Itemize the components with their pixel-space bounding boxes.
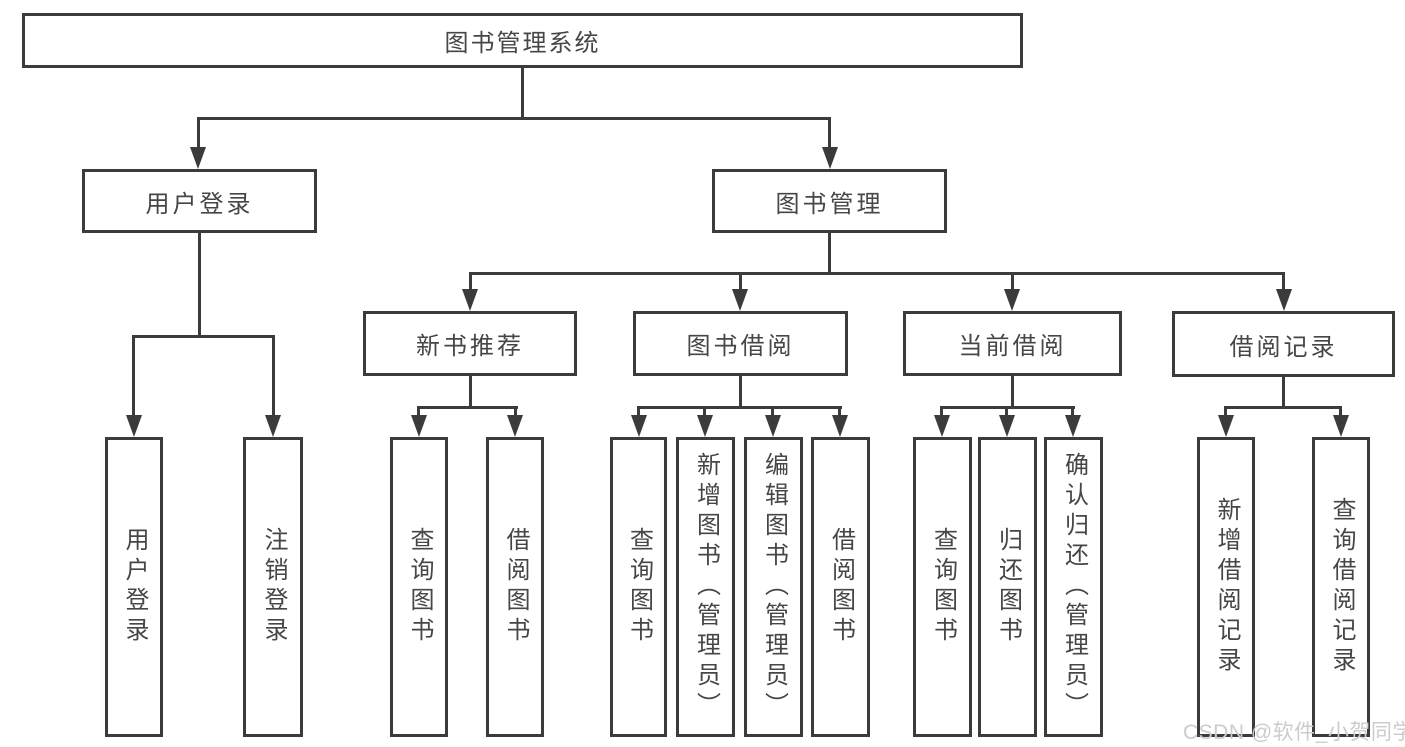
connector-borrow-c3	[771, 406, 774, 420]
connector-to-recommend	[469, 272, 472, 292]
leaf-logout-label: 注销登录	[260, 527, 287, 647]
leaf-recommend-borrow-book-label: 借阅图书	[502, 527, 529, 647]
leaf-current-return-book-label: 归还图书	[994, 527, 1022, 647]
arrow-down-user-login	[190, 147, 206, 169]
leaf-records-query-record: 查询借阅记录	[1312, 437, 1370, 737]
leaf-records-add-record: 新增借阅记录	[1197, 437, 1255, 737]
connector-level2-rail	[469, 272, 1285, 275]
leaf-borrow-borrow-book-label: 借阅图书	[827, 527, 855, 647]
connector-login-stem	[198, 233, 201, 337]
arrow-down-current-return	[999, 415, 1015, 437]
leaf-current-return-book: 归还图书	[978, 437, 1037, 737]
leaf-borrow-edit-book-admin: 编辑图书（管理员）	[744, 437, 803, 737]
node-borrow-records: 借阅记录	[1172, 311, 1395, 377]
leaf-logout: 注销登录	[243, 437, 303, 737]
connector-level1-rail	[197, 117, 831, 120]
connector-borrow-rail	[637, 406, 842, 409]
leaf-recommend-query-book-label: 查询图书	[406, 527, 433, 647]
leaf-borrow-query-book-label: 查询图书	[625, 527, 653, 647]
leaf-current-confirm-return-admin-label: 确认归还（管理员）	[1060, 452, 1088, 722]
leaf-borrow-add-book-admin: 新增图书（管理员）	[676, 437, 735, 737]
leaf-records-query-record-label: 查询借阅记录	[1328, 497, 1355, 677]
connector-login-rail	[132, 335, 275, 338]
connector-borrow-c2	[703, 406, 706, 420]
arrow-down-borrow-add	[697, 415, 713, 437]
arrow-down-current-query	[934, 415, 950, 437]
connector-current-c3	[1071, 406, 1074, 420]
leaf-user-login: 用户登录	[105, 437, 163, 737]
connector-records-rail	[1224, 406, 1342, 409]
connector-recommend-rail	[417, 406, 518, 409]
connector-current-stem	[1011, 376, 1014, 408]
leaf-current-confirm-return-admin: 确认归还（管理员）	[1044, 437, 1103, 737]
arrow-down-records-add	[1218, 415, 1234, 437]
connector-to-book-management	[828, 117, 831, 150]
connector-to-leaf-logout	[272, 335, 275, 417]
arrow-down-book-management	[822, 147, 838, 169]
leaf-borrow-edit-book-admin-label: 编辑图书（管理员）	[760, 452, 788, 722]
leaf-borrow-query-book: 查询图书	[610, 437, 667, 737]
connector-to-user-login	[197, 117, 200, 150]
arrow-down-borrow-query	[631, 415, 647, 437]
arrow-down-records-query	[1333, 415, 1349, 437]
leaf-recommend-borrow-book: 借阅图书	[486, 437, 544, 737]
arrow-down-leaf-user-login	[126, 415, 142, 437]
leaf-current-query-book-label: 查询图书	[929, 527, 957, 647]
node-new-book-recommend: 新书推荐	[363, 311, 577, 376]
node-root-library-system: 图书管理系统	[22, 13, 1023, 68]
connector-records-left	[1224, 406, 1227, 420]
arrow-down-recommend	[462, 289, 478, 311]
leaf-user-login-label: 用户登录	[121, 527, 148, 647]
arrow-down-borrow-borrow	[832, 415, 848, 437]
arrow-down-leaf-logout	[265, 415, 281, 437]
connector-to-borrow	[739, 272, 742, 292]
connector-recommend-right	[514, 406, 517, 420]
connector-recommend-stem	[469, 376, 472, 408]
leaf-recommend-query-book: 查询图书	[390, 437, 448, 737]
connector-root-stem	[521, 68, 524, 120]
node-current-borrow: 当前借阅	[903, 311, 1122, 376]
connector-recommend-left	[417, 406, 420, 420]
arrow-down-current	[1004, 289, 1020, 311]
connector-current-c2	[1005, 406, 1008, 420]
connector-to-current	[1011, 272, 1014, 292]
connector-records-right	[1339, 406, 1342, 420]
arrow-down-borrow	[732, 289, 748, 311]
connector-borrow-c4	[838, 406, 841, 420]
leaf-current-query-book: 查询图书	[913, 437, 972, 737]
leaf-records-add-record-label: 新增借阅记录	[1213, 497, 1240, 677]
connector-to-leaf-user-login	[132, 335, 135, 417]
arrow-down-current-confirm	[1065, 415, 1081, 437]
connector-to-records	[1282, 272, 1285, 292]
connector-borrow-c1	[637, 406, 640, 420]
node-book-management: 图书管理	[712, 169, 947, 233]
connector-current-c1	[940, 406, 943, 420]
leaf-borrow-borrow-book: 借阅图书	[811, 437, 870, 737]
connector-mgmt-stem	[828, 233, 831, 274]
connector-borrow-stem	[739, 376, 742, 408]
arrow-down-recommend-query	[411, 415, 427, 437]
arrow-down-recommend-borrow	[507, 415, 523, 437]
arrow-down-records	[1276, 289, 1292, 311]
node-user-login: 用户登录	[82, 169, 317, 233]
arrow-down-borrow-edit	[765, 415, 781, 437]
leaf-borrow-add-book-admin-label: 新增图书（管理员）	[692, 452, 720, 722]
connector-records-stem	[1282, 377, 1285, 408]
csdn-watermark: CSDN @软件_小贺同学	[1183, 721, 1405, 744]
node-book-borrow: 图书借阅	[633, 311, 848, 376]
